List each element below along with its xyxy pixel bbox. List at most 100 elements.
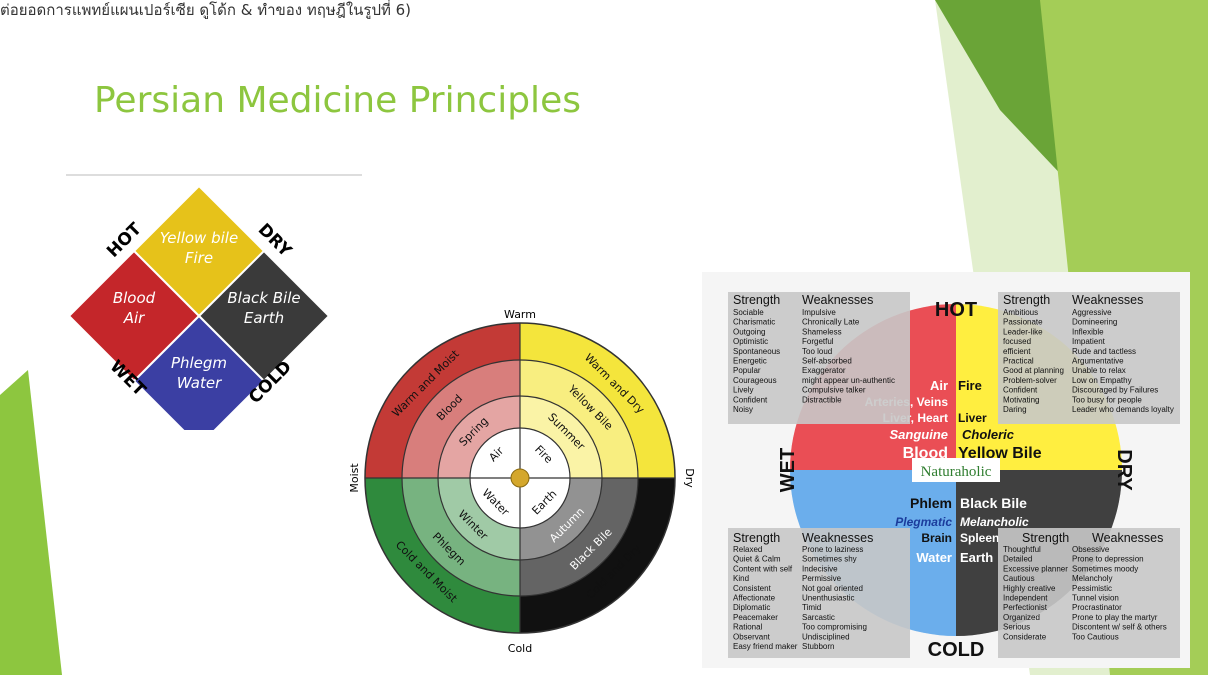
strength-item: Energetic (733, 357, 767, 366)
weakness-item: Self-absorbed (802, 357, 852, 366)
strength-item: Relaxed (733, 545, 762, 554)
strength-item: Kind (733, 574, 749, 583)
humor-wheel: Warm and Moist Warm and Dry Cold and Moi… (348, 308, 696, 655)
tr-organs: Liver (958, 411, 987, 425)
weakness-item: Leader who demands loyalty (1072, 405, 1174, 414)
strength-item: Affectionate (733, 594, 776, 603)
tr-element: Fire (958, 378, 982, 393)
strength-item: Quiet & Calm (733, 555, 781, 564)
axis-label-cold: Cold (508, 642, 532, 655)
bl-element: Water (916, 550, 952, 565)
weakness-item: Indecisive (802, 564, 838, 573)
weakness-item: Procrastinator (1072, 603, 1122, 612)
melancholic-traits-box: Strength Weaknesses ThoughtfulDetailedEx… (998, 528, 1180, 658)
weakness-header: Weaknesses (802, 293, 873, 307)
weakness-item: Too compromising (802, 623, 867, 632)
axis-label-dry: DRY (1113, 449, 1135, 491)
strength-item: Noisy (733, 405, 753, 414)
weakness-item: Sometimes shy (802, 555, 857, 564)
strength-item: Rational (733, 623, 763, 632)
weakness-item: Melancholy (1072, 574, 1112, 583)
strength-item: Observant (733, 632, 771, 641)
wheel-body: Warm and Moist Warm and Dry Cold and Moi… (364, 322, 676, 634)
br-temperament: Melancholic (960, 515, 1029, 529)
weakness-item: Not goal oriented (802, 584, 863, 593)
weakness-item: might appear un-authentic (802, 376, 895, 385)
weakness-item: Unenthusiastic (802, 594, 854, 603)
traits-box-bg (998, 292, 1180, 424)
strength-item: Confident (733, 395, 768, 404)
strength-item: Practical (1003, 357, 1034, 366)
strength-item: efficient (1003, 347, 1031, 356)
strength-item: Consistent (733, 584, 772, 593)
strength-item: Sociable (733, 308, 764, 317)
weakness-item: Prone to play the martyr (1072, 613, 1158, 622)
phlegm-label: Phlegm (171, 354, 227, 372)
strength-item: focused (1003, 337, 1031, 346)
strength-item: Independent (1003, 594, 1048, 603)
weakness-item: Discouraged by Failures (1072, 386, 1158, 395)
axis-label-moist: Moist (348, 463, 361, 493)
strength-item: Organized (1003, 613, 1040, 622)
tr-humor: Yellow Bile (958, 445, 1042, 462)
weakness-item: Tunnel vision (1072, 594, 1119, 603)
tl-temperament: Sanguine (889, 427, 948, 442)
tr-temperament: Choleric (962, 427, 1015, 442)
bl-temperament: Plegmatic (895, 515, 952, 529)
naturaholic-logo-box (912, 458, 1000, 482)
wheel-ring-black (520, 478, 675, 633)
water-label: Water (177, 374, 222, 392)
weakness-item: Permissive (802, 574, 842, 583)
wheel-ring-yellow (520, 323, 675, 478)
weakness-item: Chronically Late (802, 318, 860, 327)
strength-item: Considerate (1003, 632, 1047, 641)
strength-item: Good at planning (1003, 366, 1064, 375)
axis-label-dry: Dry (683, 468, 696, 488)
traits-box-bg (728, 528, 910, 658)
blood-label: Blood (113, 289, 156, 307)
strength-item: Courageous (733, 376, 777, 385)
strength-item: Popular (733, 366, 761, 375)
strength-item: Leader-like (1003, 327, 1043, 336)
weakness-item: Domineering (1072, 318, 1117, 327)
strength-item: Content with self (733, 564, 793, 573)
strength-item: Highly creative (1003, 584, 1056, 593)
strength-item: Optimistic (733, 337, 768, 346)
strength-header: Strength (1022, 531, 1069, 545)
sun-icon (510, 468, 530, 488)
strength-item: Peacemaker (733, 613, 778, 622)
weakness-item: Inflexible (1072, 327, 1104, 336)
br-humor: Black Bile (960, 495, 1027, 511)
strength-item: Ambitious (1003, 308, 1038, 317)
weakness-item: Too Cautious (1072, 632, 1119, 641)
weakness-item: Compulsive talker (802, 386, 866, 395)
bl-organs: Brain (921, 531, 952, 545)
quadrant-phlegm (132, 314, 266, 430)
strength-header: Strength (733, 293, 780, 307)
weakness-item: Too loud (802, 347, 832, 356)
weakness-header: Weaknesses (1092, 531, 1163, 545)
strength-item: Excessive planner (1003, 564, 1068, 573)
weakness-item: Too busy for people (1072, 395, 1142, 404)
weakness-item: Rude and tactless (1072, 347, 1136, 356)
weakness-item: Distractible (802, 395, 842, 404)
weakness-item: Prone to depression (1072, 555, 1144, 564)
weakness-item: Aggressive (1072, 308, 1112, 317)
weakness-header: Weaknesses (1072, 293, 1143, 307)
weakness-item: Timid (802, 603, 821, 612)
strength-item: Detailed (1003, 555, 1032, 564)
weakness-item: Impatient (1072, 337, 1106, 346)
header-text: ต่อยอดการแพทย์แผนเปอร์เซีย ดูโด้ก & ทำขอ… (0, 1, 412, 19)
humor-diamond: Yellow bile Fire Black Bile Earth Blood … (66, 174, 362, 430)
strength-item: Serious (1003, 623, 1030, 632)
weakness-item: Unable to relax (1072, 366, 1126, 375)
strength-item: Outgoing (733, 327, 765, 336)
strength-item: Confident (1003, 386, 1038, 395)
strength-header: Strength (733, 531, 780, 545)
strength-item: Problem-solver (1003, 376, 1057, 385)
axis-label-cold: COLD (928, 639, 985, 661)
strength-item: Thoughtful (1003, 545, 1041, 554)
decor-shape-left (0, 370, 62, 675)
strength-header: Strength (1003, 293, 1050, 307)
strength-item: Spontaneous (733, 347, 780, 356)
